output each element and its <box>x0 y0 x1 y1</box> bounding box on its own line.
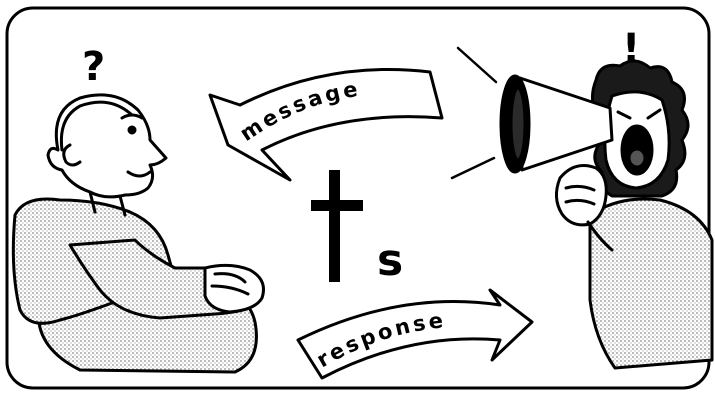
t-symbol: t <box>311 170 363 282</box>
exclamation-mark: ! <box>622 26 640 72</box>
seated-person-icon <box>11 93 265 374</box>
sound-lines <box>450 46 498 180</box>
response-arrow-body <box>296 288 534 380</box>
speaker-torso <box>588 197 714 370</box>
message-arrow: message <box>208 67 444 182</box>
message-arrow-body <box>208 67 444 182</box>
s-symbol: s <box>377 235 403 286</box>
speaker-fist <box>555 164 608 227</box>
question-mark: ? <box>82 44 105 90</box>
megaphone-shouting-person-icon <box>499 59 714 370</box>
head <box>46 93 168 199</box>
